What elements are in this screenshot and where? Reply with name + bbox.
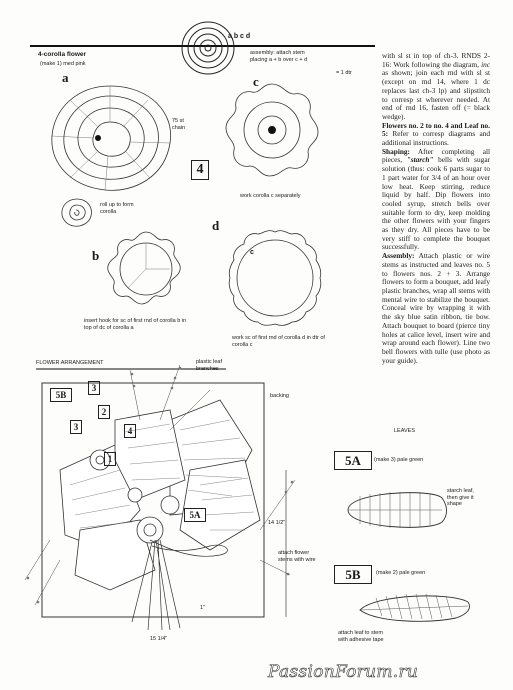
- rose-sketch: [61, 198, 92, 227]
- leaf-5b-make: (make 2) pale green: [376, 570, 426, 576]
- dim-width: 15 1/4": [150, 636, 168, 642]
- tag-4: 4: [124, 424, 136, 438]
- tag-3-2: 3: [70, 420, 82, 434]
- watermark: PassionForum.ru: [268, 662, 419, 683]
- assembly-heading: Assembly:: [382, 251, 415, 261]
- attach-leaf-note: attach leaf to stem with adhesive tape: [338, 630, 384, 643]
- roll-up-note: roll up to form corolla: [100, 202, 134, 215]
- attach-stems-note: attach flower stems with wire: [278, 550, 316, 563]
- leaf-5b-diagram: [359, 593, 470, 622]
- col-start-end: as shown; join each rnd with sl st (exce…: [382, 68, 490, 121]
- arrangement-title: FLOWER ARRANGEMENT: [36, 360, 104, 366]
- leaf-5a-diagram: [347, 492, 447, 528]
- flowers-heading: Flowers no. 2 to no. 4 and Leaf no. 5:: [382, 120, 490, 139]
- flowers-text: Refer to corresp diagrams and additional…: [382, 129, 490, 148]
- leaves-title: LEAVES: [394, 428, 415, 434]
- tag-5a: 5A: [184, 508, 206, 522]
- b-note: insert hook for sc of first rnd of corol…: [84, 318, 187, 331]
- leaf-5b-badge: 5B: [334, 565, 372, 584]
- label-b: b: [92, 248, 100, 263]
- starch-note: starch leaf, then give it shape: [447, 488, 474, 508]
- label-c: c: [253, 74, 259, 89]
- label-d-inner-c: c: [250, 249, 254, 256]
- label-d: d: [212, 218, 220, 233]
- c-note: work corolla c separately: [240, 193, 301, 199]
- plastic-branches-note: plastic leaf branches: [196, 359, 222, 372]
- corolla-title: 4-corolla flower: [38, 51, 87, 58]
- dim-height: 14 1/2": [268, 520, 286, 526]
- corolla-d-diagram: [228, 230, 322, 326]
- leaf-5b-num: 5: [345, 567, 352, 582]
- leaf-5a-letter: A: [351, 453, 361, 468]
- shaping-text-2: bells with sugar solution (thus: cook 6 …: [382, 155, 490, 252]
- dim-small: 1": [200, 605, 206, 611]
- leaf-5a-make: (make 3) pale green: [374, 457, 424, 463]
- d-note: work sc of first rnd of corolla d in dtr…: [232, 335, 325, 348]
- shaping-heading: Shaping:: [382, 146, 410, 156]
- backing-note: backing: [270, 393, 289, 399]
- col-start: with sl st in top of ch-3. RNDS 2-16: Wo…: [382, 51, 490, 69]
- spiral-diagram: [181, 21, 235, 75]
- spiral-labels: a b c d: [228, 33, 251, 40]
- tag-2: 2: [98, 405, 110, 419]
- tag-5b: 5B: [50, 388, 72, 402]
- leaf-5a-badge: 5A: [334, 451, 372, 470]
- assembly-text: Attach plastic or wire stems as instruct…: [382, 251, 490, 365]
- top-rule: [30, 45, 375, 47]
- shaping-em: "starch": [406, 155, 434, 165]
- leaf-5a-num: 5: [345, 453, 352, 468]
- label-a: a: [62, 70, 69, 85]
- figure-number: 4: [191, 160, 209, 180]
- corolla-c-diagram: [225, 83, 319, 177]
- tag-3-1: 3: [88, 381, 100, 395]
- corolla-a-diagram: [51, 85, 172, 191]
- corolla-b-diagram: [107, 231, 181, 305]
- arrangement-rule: [36, 368, 226, 370]
- chain-note: 75 st chain: [172, 118, 186, 131]
- leaf-5b-letter: B: [351, 567, 361, 582]
- tag-1: 1: [104, 452, 116, 466]
- dtr-note: = 1 dtr: [336, 70, 352, 76]
- corolla-make: (make 1) med pink: [40, 61, 86, 67]
- instructions-column: with sl st in top of ch-3. RNDS 2-16: Wo…: [382, 51, 490, 365]
- col-start-em: inc: [481, 59, 490, 69]
- assembly-note: assembly: attach stem placing a + b over…: [250, 50, 308, 63]
- shaping-text-1: After completing all pieces,: [382, 146, 490, 165]
